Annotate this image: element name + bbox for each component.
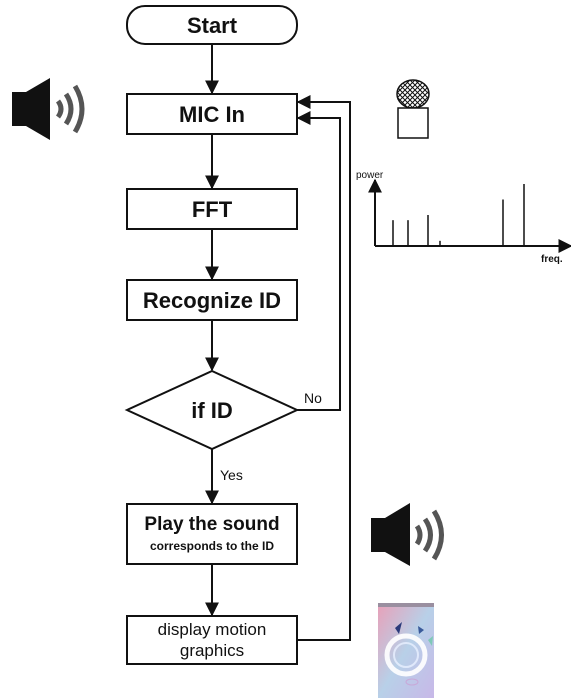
- spectrum-plot: power freq.: [356, 170, 571, 265]
- display-graphics-sublabel: graphics: [180, 641, 244, 660]
- fft-node: FFT: [126, 188, 298, 230]
- spectrum-bars: [392, 184, 525, 246]
- start-label: Start: [187, 13, 238, 38]
- speaker-icon: [12, 78, 85, 140]
- play-sound-label: Play the sound: [144, 514, 279, 535]
- phone-screen-icon: [378, 603, 434, 698]
- fft-label: FFT: [192, 197, 233, 222]
- no-branch-label: No: [304, 390, 322, 406]
- play-sound-sublabel: corresponds to the ID: [150, 539, 274, 553]
- display-graphics-label: display motion: [158, 620, 267, 639]
- speaker-icon-bottom: [371, 503, 444, 566]
- spectrum-ylabel: power: [356, 170, 384, 181]
- start-node: Start: [126, 5, 298, 45]
- spectrum-xlabel: freq.: [541, 254, 563, 265]
- decision-label: if ID: [191, 398, 233, 423]
- mic-in-node: MIC In: [126, 93, 298, 135]
- microphone-icon: [396, 79, 430, 139]
- display-graphics-node: display motion graphics: [126, 615, 298, 665]
- play-sound-node: Play the sound corresponds to the ID: [126, 503, 298, 565]
- yes-branch-label: Yes: [220, 467, 243, 483]
- decision-node: if ID: [124, 369, 300, 451]
- mic-in-label: MIC In: [179, 102, 245, 127]
- recognize-id-node: Recognize ID: [126, 279, 298, 321]
- recognize-id-label: Recognize ID: [143, 288, 281, 313]
- arrow-no-loop: [296, 111, 341, 411]
- arrow-display-loop: [296, 95, 351, 641]
